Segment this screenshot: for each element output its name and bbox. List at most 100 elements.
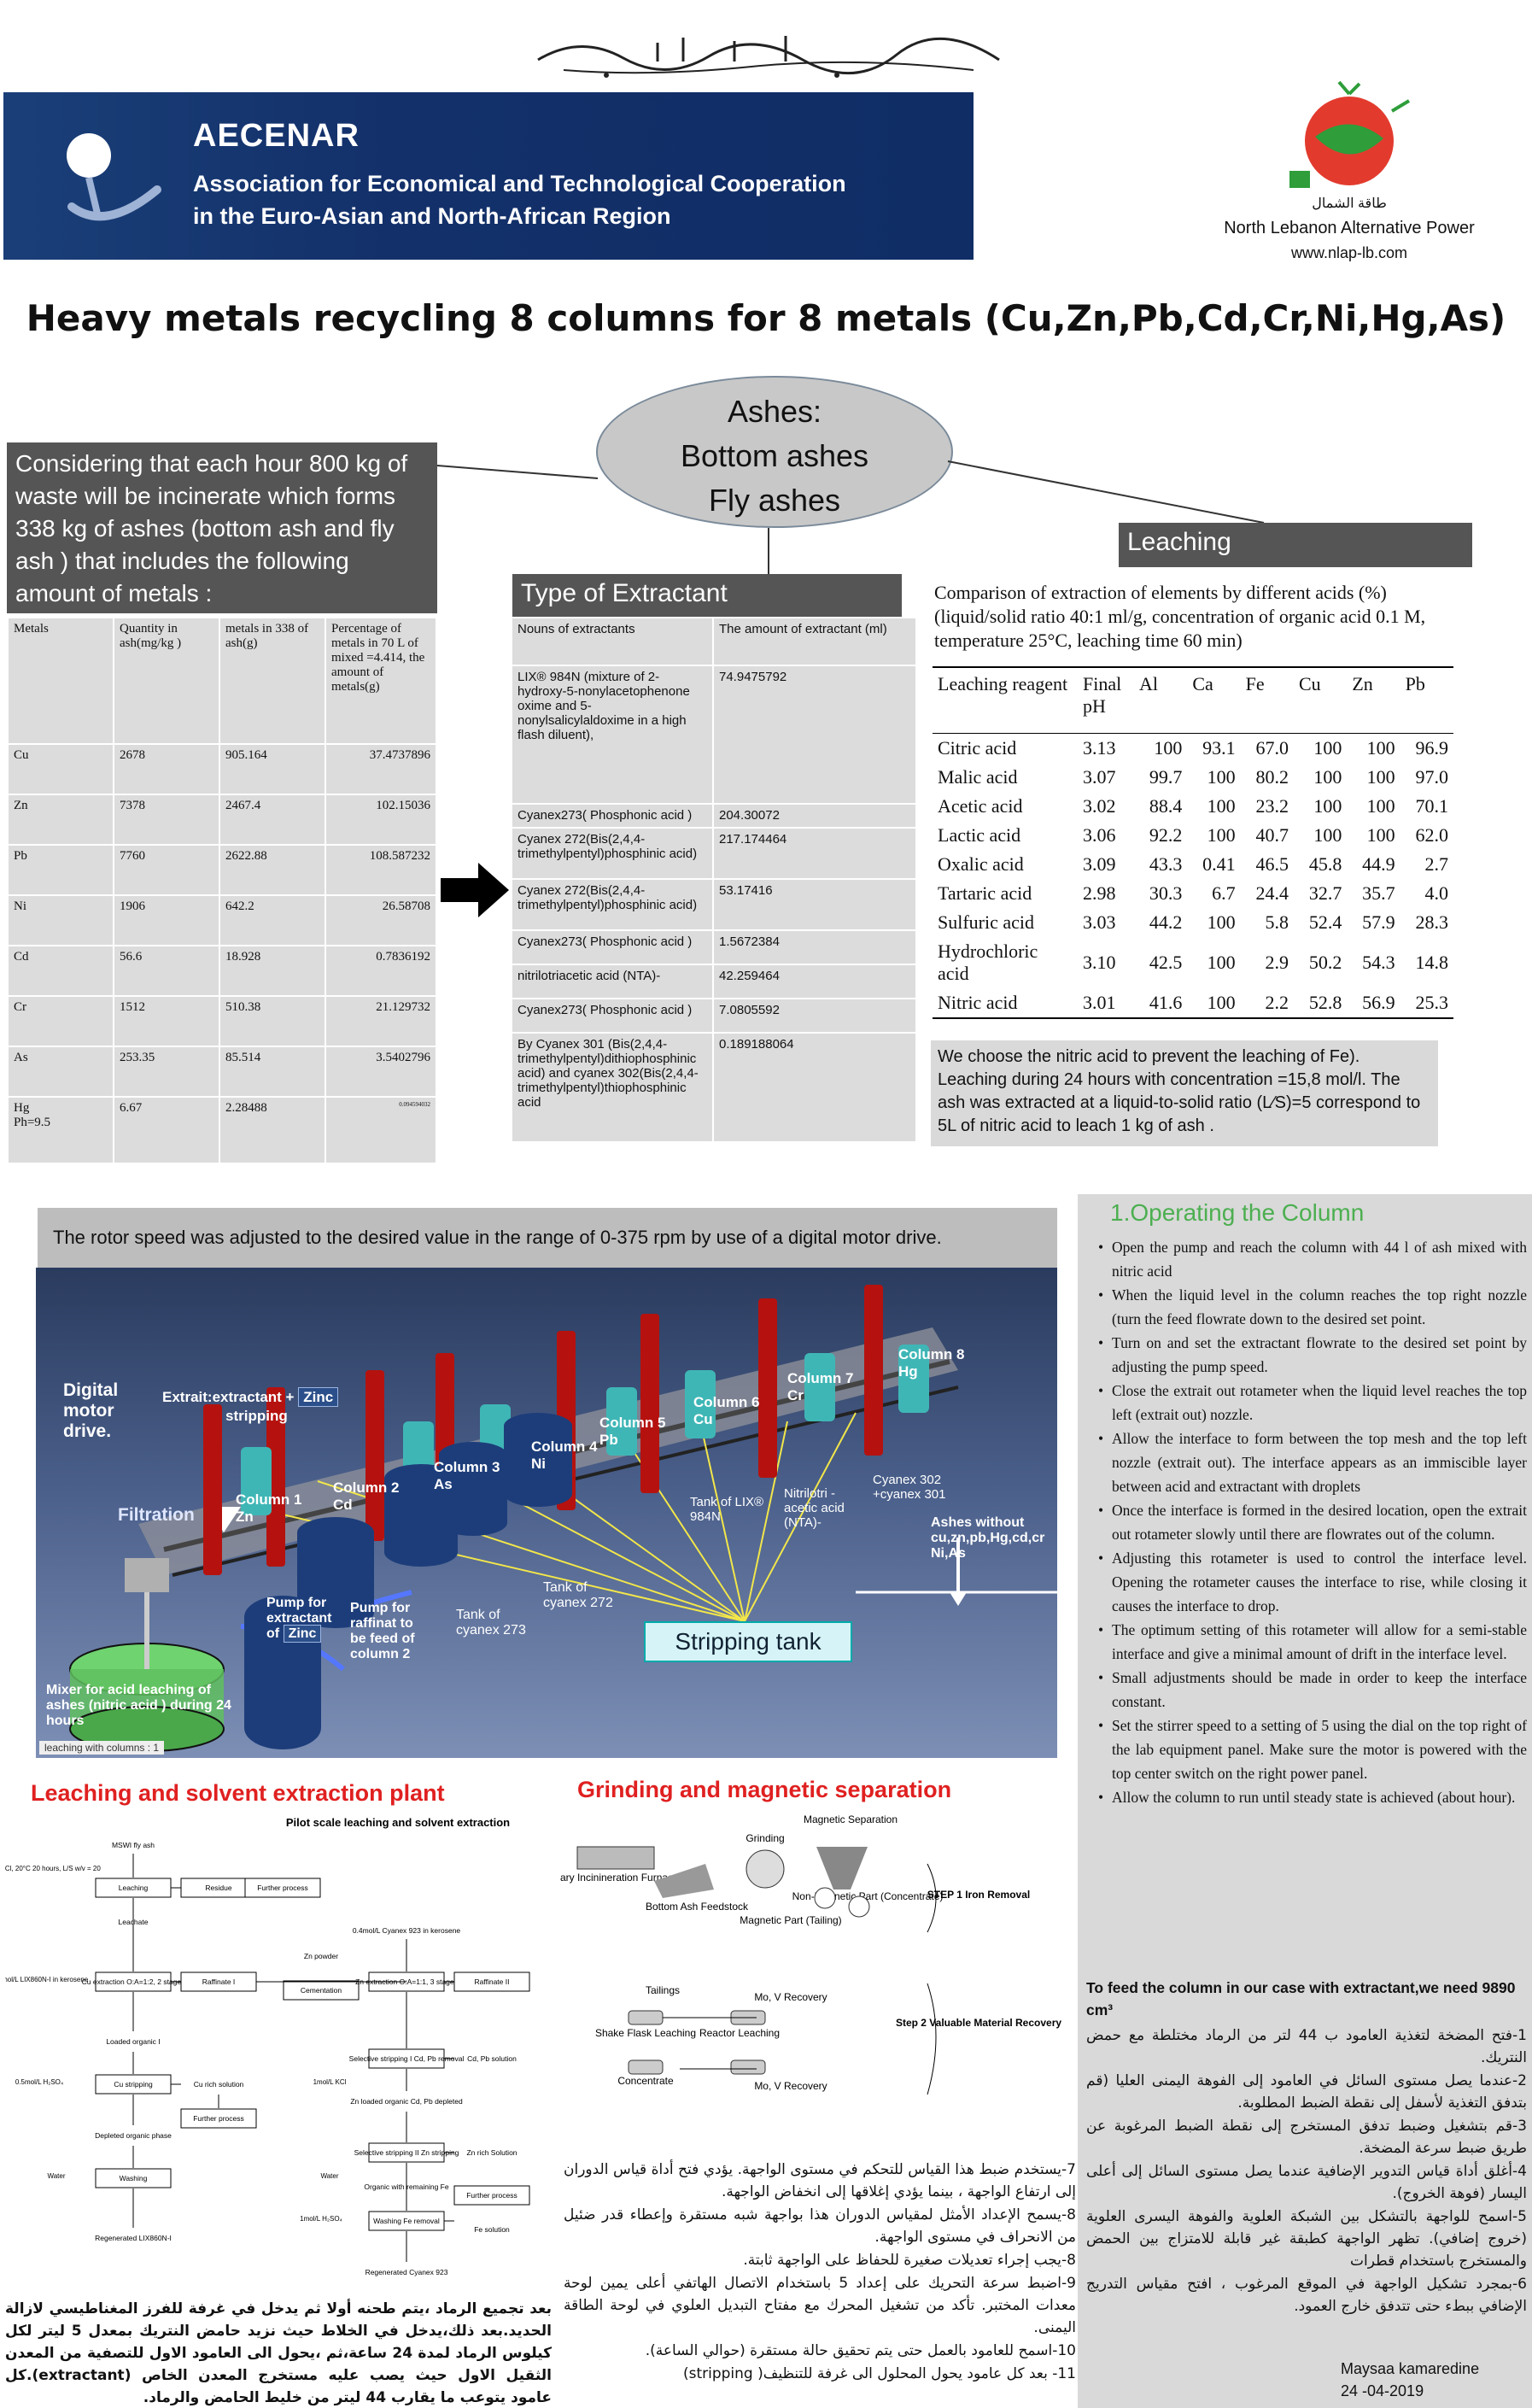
cell: 37.4737896 [325,743,437,795]
cell: 41.6 [1149,992,1183,1013]
pump-extractant-label: Pump for extractant of Zinc [266,1596,343,1643]
cell: Cd [7,945,114,997]
extractant-name-header: Nouns of extractants [511,617,714,666]
column-2-bar [266,1387,285,1567]
column-5-tank [606,1387,637,1456]
cell: 25.3 [1415,992,1449,1013]
stripping-tank-label: Stripping tank [644,1621,852,1662]
nta-tank [439,1442,507,1536]
operating-title: 1.Operating the Column [1110,1199,1365,1226]
cell: 100 [1366,737,1395,759]
cell: 100 [1313,795,1342,817]
list-item: 7-يستخدم ضبط هذا القياس للتحكم في مستوى … [564,2161,1076,2200]
cell: 70.1 [1415,795,1449,817]
cell: 43.3 [1149,853,1183,875]
cell: 96.9 [1415,737,1449,759]
quantity-header: Quantity in ash(mg/kg ) [113,617,220,745]
ashes-ellipse: Ashes: Bottom ashes Fly ashes [596,376,953,528]
column-7-bar [758,1298,777,1478]
header-cell: Cu [1293,667,1348,734]
cell: 0.189188064 [712,1032,917,1143]
cell: 1906 [113,894,220,946]
cell: Tartaric acid [938,882,1032,904]
ashes-line1: Ashes: [727,394,822,429]
flow-label: Concentrate [617,2075,674,2087]
feedstock-shape [654,1864,714,1898]
column-8-bar [864,1285,883,1456]
list-item: 4-أغلق أداة قياس التدوير الإضافية عندما … [1086,2163,1527,2202]
cell: nitrilotriacetic acid (NTA)- [511,964,714,999]
flow-label: Raffinate I [202,1977,236,1986]
flow-box [244,1878,321,1898]
flow-label: Depleted organic phase [95,2131,172,2140]
flow-box [453,2185,530,2206]
table-row: Cyanex 272(Bis(2,4,4-trimethylpentyl)pho… [511,827,917,880]
list-item: Once the interface is formed in the desi… [1098,1498,1527,1546]
column-3-bar [365,1370,384,1541]
bracket-shape [927,1983,937,2095]
cell: 102.15036 [325,794,437,846]
cell: 3.07 [1083,766,1116,788]
reactor-shape [628,2059,664,2075]
cell: 57.9 [1362,911,1395,933]
column-6-bar [640,1314,659,1493]
list-item: Open the pump and reach the column with … [1098,1235,1527,1283]
extractant-amount-header: The amount of extractant (ml) [712,617,917,666]
cell: 0.094594032 [325,1096,437,1164]
cell: 2.9 [1265,952,1289,973]
cell: Zn [7,794,114,846]
cell: 42.259464 [712,964,917,999]
header-cell: Pb [1400,667,1453,734]
columns-diagram: Digital motor drive. Extrait:extractant … [36,1268,1057,1758]
flow-label: Further process [193,2114,244,2123]
table-row: Cyanex273( Phosphonic acid )1.5672384 [511,929,917,965]
cell: 100 [1207,992,1236,1013]
column-name: Column 2 [333,1479,400,1496]
extractant-table: Nouns of extractants The amount of extra… [511,617,917,1143]
list-item: 10-اسمح للعامود بالعمل حتى يتم تحقيق حال… [645,2342,1076,2359]
cell: 100 [1313,737,1342,759]
cell: 253.35 [113,1046,220,1098]
flow-label: STEP 1 Iron Removal [927,1889,1031,1901]
cell: 35.7 [1362,882,1395,904]
flow-box [180,2108,257,2129]
flow-label: Mo, V Recovery [754,2080,827,2092]
cell: 44.2 [1149,911,1183,933]
cell: 2678 [113,743,220,795]
cell: Oxalic acid [938,853,1024,875]
grinder-shape [746,1849,785,1889]
column-name: Column 6 [693,1394,760,1410]
header-cell: Al [1134,667,1188,734]
cell: Cyanex273( Phosphonic acid ) [511,998,714,1034]
nlap-url-link[interactable]: www.nlap-lb.com [1290,244,1408,261]
cell: 45.8 [1308,853,1342,875]
column-metal: Cu [693,1411,713,1427]
flow-label: Grinding [746,1832,784,1844]
flow-label: Reactor Leaching [699,2027,780,2039]
flow-side-label: 0.5mol/L H₂SO₄ [15,2078,63,2086]
column-1-tank [241,1447,272,1515]
leaching-flowchart: Pilot scale leaching and solvent extract… [5,1816,530,2276]
cell: 56.9 [1362,992,1395,1013]
cell: 54.3 [1362,952,1395,973]
flow-label: Cementation [301,1986,342,1995]
cell: 1512 [113,995,220,1047]
list-item: 6-بمجرد تشكيل الواجهة في الموقع المرغوب … [1086,2276,1527,2315]
flow-label: Washing Fe removal [373,2217,440,2225]
column-name: Column 4 [531,1438,598,1455]
list-item: Small adjustments should be made in orde… [1098,1666,1527,1714]
feed-note: To feed the column in our case with extr… [1086,1979,1516,2018]
ph-note: Ph=9.5 [14,1116,51,1129]
cell: 28.3 [1415,911,1449,933]
column-1-bar [203,1404,222,1575]
cell: 100 [1207,911,1236,933]
cell: 0.41 [1202,853,1236,875]
cell: 92.2 [1149,824,1183,846]
stripping-label: stripping [225,1408,288,1424]
